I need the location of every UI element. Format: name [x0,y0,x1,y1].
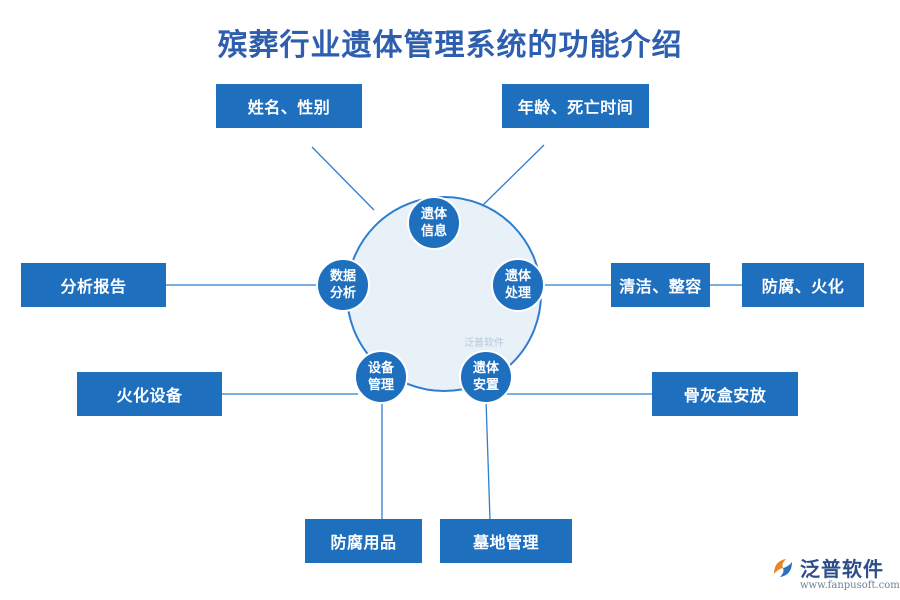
page-title: 殡葬行业遗体管理系统的功能介绍 [217,28,683,63]
logo-text: 泛普软件 [800,557,884,581]
box-urn-placement[interactable]: 骨灰盒安放 [652,372,798,416]
box-cremation-equipment[interactable]: 火化设备 [77,372,222,416]
brand-logo[interactable]: 泛普软件 [770,553,884,582]
hub-node-remains-info[interactable]: 遗体 信息 [407,196,461,250]
hub-node-data-analysis[interactable]: 数据 分析 [316,258,370,312]
watermark-text: 泛普软件 [464,338,504,349]
hub-node-equipment-management[interactable]: 设备 管理 [354,350,408,404]
box-antiseptic-supplies[interactable]: 防腐用品 [305,519,422,563]
hub-node-remains-placement[interactable]: 遗体 安置 [459,350,513,404]
box-clean-makeup[interactable]: 清洁、整容 [611,263,710,307]
box-age-death-time[interactable]: 年龄、死亡时间 [502,84,649,128]
box-name-gender[interactable]: 姓名、性别 [216,84,362,128]
hub-node-remains-processing[interactable]: 遗体 处理 [491,258,545,312]
logo-url[interactable]: www.fanpusoft.com [800,580,900,591]
box-cemetery-management[interactable]: 墓地管理 [440,519,572,563]
line-cemetery [485,399,491,521]
line-age-death [481,144,545,207]
box-antiseptic-cremation[interactable]: 防腐、火化 [742,263,864,307]
box-analysis-report[interactable]: 分析报告 [21,263,166,307]
line-name-gender [311,146,375,211]
fanpu-logo-icon [774,558,792,577]
